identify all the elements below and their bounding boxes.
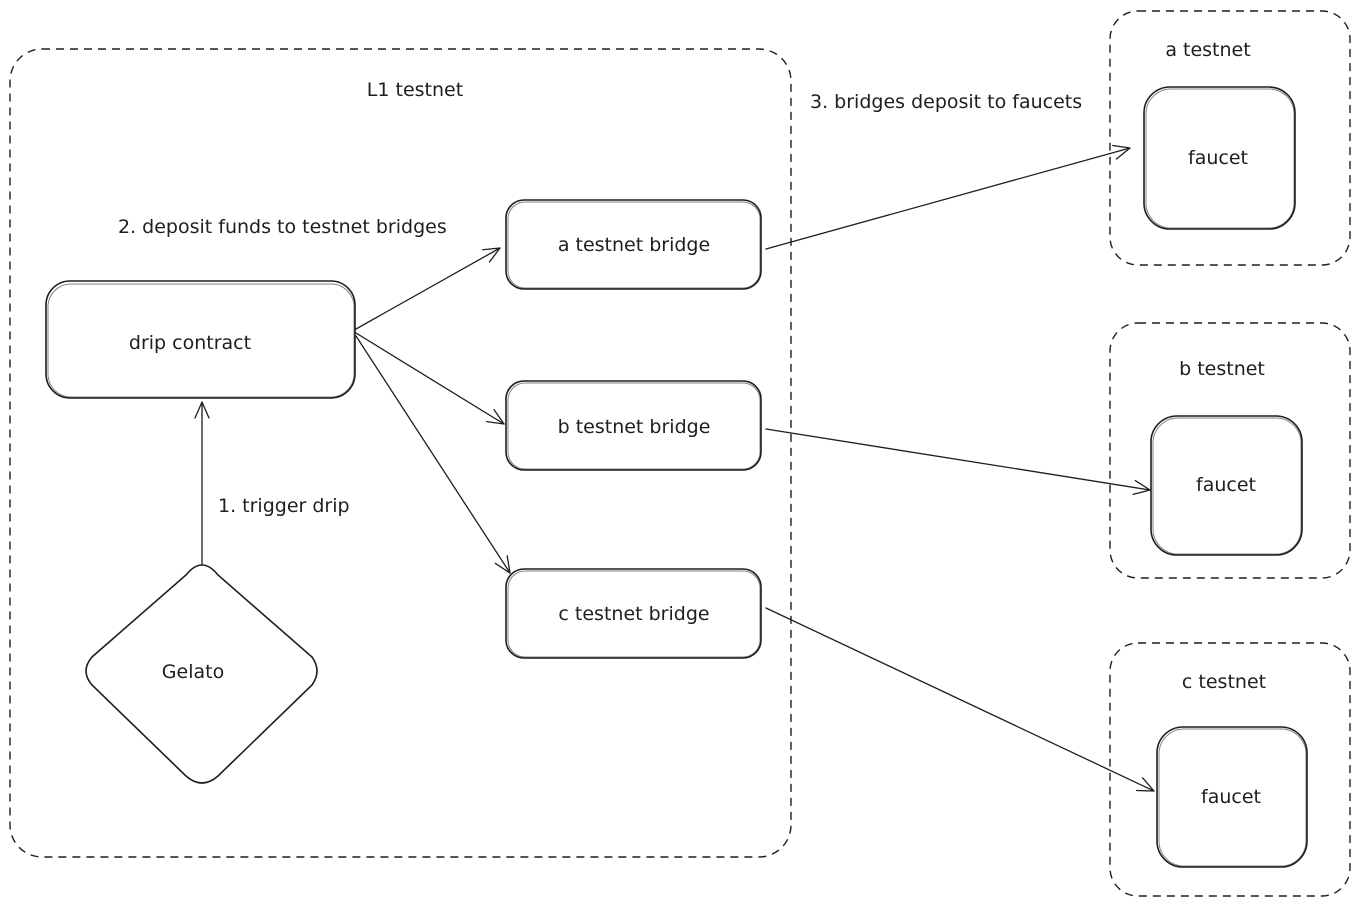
group-a-testnet[interactable]: a testnet	[1109, 10, 1351, 266]
node-a-testnet-bridge[interactable]: a testnet bridge	[505, 199, 762, 290]
drip-contract-label: drip contract	[129, 332, 251, 354]
group-c-border	[1109, 642, 1351, 897]
edge-label-bridges-deposit: 3. bridges deposit to faucets	[810, 91, 1082, 113]
faucet-b-label: faucet	[1196, 474, 1256, 496]
c-bridge-box	[505, 568, 762, 659]
edge-drip-to-c-bridge	[355, 335, 511, 574]
faucet-c-box	[1156, 726, 1308, 868]
node-c-testnet-bridge[interactable]: c testnet bridge	[505, 568, 762, 659]
group-c-testnet[interactable]: c testnet	[1109, 642, 1351, 897]
edge-b-bridge-to-faucet	[765, 428, 1151, 496]
a-bridge-label: a testnet bridge	[558, 234, 710, 256]
group-b-border	[1109, 322, 1351, 579]
edges	[194, 144, 1155, 792]
gelato-label: Gelato	[162, 661, 224, 683]
faucet-c-label: faucet	[1201, 786, 1261, 808]
group-a-label: a testnet	[1165, 39, 1250, 61]
a-bridge-sketch	[507, 201, 761, 289]
faucet-b-box	[1150, 415, 1303, 556]
c-bridge-sketch	[507, 570, 761, 658]
drip-contract-sketch	[47, 283, 355, 398]
group-a-border	[1109, 10, 1351, 266]
node-b-testnet-bridge[interactable]: b testnet bridge	[505, 380, 762, 471]
faucet-a-label: faucet	[1188, 147, 1248, 169]
edge-c-bridge-to-faucet	[765, 607, 1155, 792]
group-c-label: c testnet	[1182, 671, 1266, 693]
edge-a-bridge-to-faucet	[765, 144, 1131, 250]
edge-label-deposit: 2. deposit funds to testnet bridges	[118, 216, 447, 238]
faucet-a-sketch	[1145, 88, 1295, 229]
node-faucet-b[interactable]: faucet	[1150, 415, 1303, 556]
node-faucet-a[interactable]: faucet	[1143, 86, 1296, 230]
b-bridge-box	[505, 380, 762, 471]
faucet-b-sketch	[1152, 417, 1302, 555]
group-l1-border	[9, 48, 792, 858]
edge-drip-to-b-bridge	[355, 332, 505, 425]
faucet-a-box	[1143, 86, 1296, 230]
group-l1-testnet[interactable]: L1 testnet	[9, 48, 792, 858]
group-l1-label: L1 testnet	[367, 79, 463, 101]
faucet-c-sketch	[1158, 728, 1307, 867]
edge-drip-to-a-bridge	[355, 247, 501, 330]
b-bridge-label: b testnet bridge	[558, 416, 711, 438]
node-drip-contract[interactable]: drip contract	[45, 280, 356, 399]
edge-label-trigger: 1. trigger drip	[218, 495, 350, 517]
b-bridge-sketch	[507, 382, 761, 470]
node-gelato[interactable]: Gelato	[85, 564, 318, 784]
node-faucet-c[interactable]: faucet	[1156, 726, 1308, 868]
gelato-diamond	[85, 564, 318, 784]
c-bridge-label: c testnet bridge	[558, 603, 709, 625]
drip-contract-box	[45, 280, 356, 399]
a-bridge-box	[505, 199, 762, 290]
group-b-testnet[interactable]: b testnet	[1109, 322, 1351, 579]
group-b-label: b testnet	[1179, 358, 1265, 380]
